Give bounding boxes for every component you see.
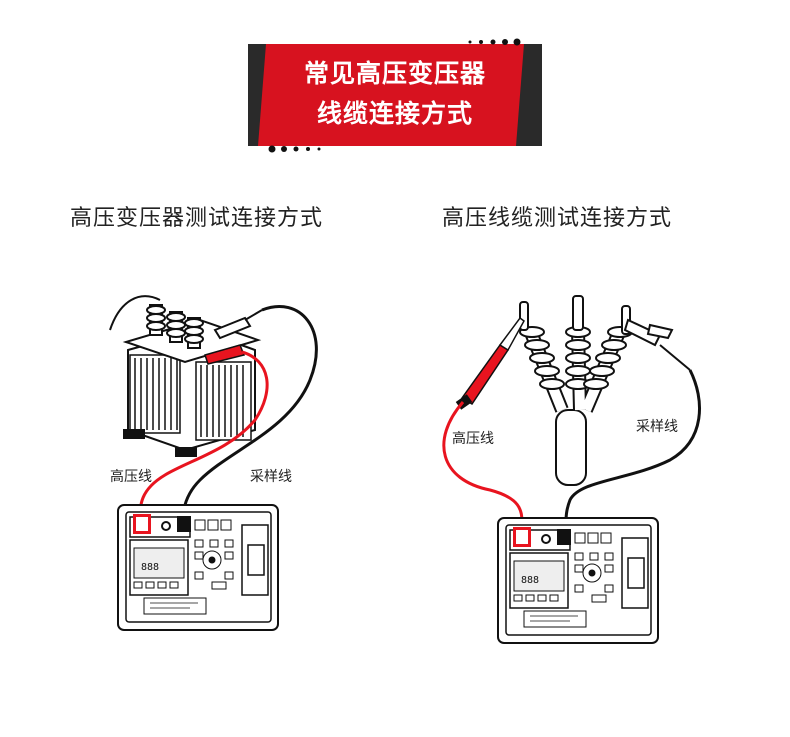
left-sample-wire (181, 305, 318, 521)
title-banner: 常见高压变压器 线缆连接方式 (248, 44, 542, 146)
right-insulation-tester: 888 (497, 517, 659, 644)
left-sample-wire-label: 采样线 (250, 469, 292, 485)
hv-probe-icon (455, 316, 525, 410)
banner-line-1: 常见高压变压器 (303, 59, 486, 88)
banner-line-2: 线缆连接方式 (316, 99, 473, 128)
svg-text:888: 888 (521, 575, 539, 586)
sample-clip-icon (623, 318, 691, 371)
right-hv-wire-label: 高压线 (452, 431, 494, 447)
right-section-title: 高压线缆测试连接方式 (442, 206, 673, 231)
sample-clip-icon (213, 309, 263, 340)
banner-background (248, 44, 542, 146)
hv-clip-icon (204, 344, 246, 365)
left-hv-wire-label: 高压线 (110, 469, 152, 485)
right-sample-wire (564, 369, 701, 524)
transformer-icon (109, 295, 262, 457)
cable-termination-icon (519, 295, 633, 486)
right-sample-wire-label: 采样线 (636, 419, 678, 435)
left-hv-wire (138, 350, 269, 521)
left-section-title: 高压变压器测试连接方式 (70, 206, 324, 231)
left-insulation-tester: 888 (117, 504, 279, 631)
right-hv-wire (442, 401, 524, 524)
svg-text:888: 888 (141, 562, 159, 573)
